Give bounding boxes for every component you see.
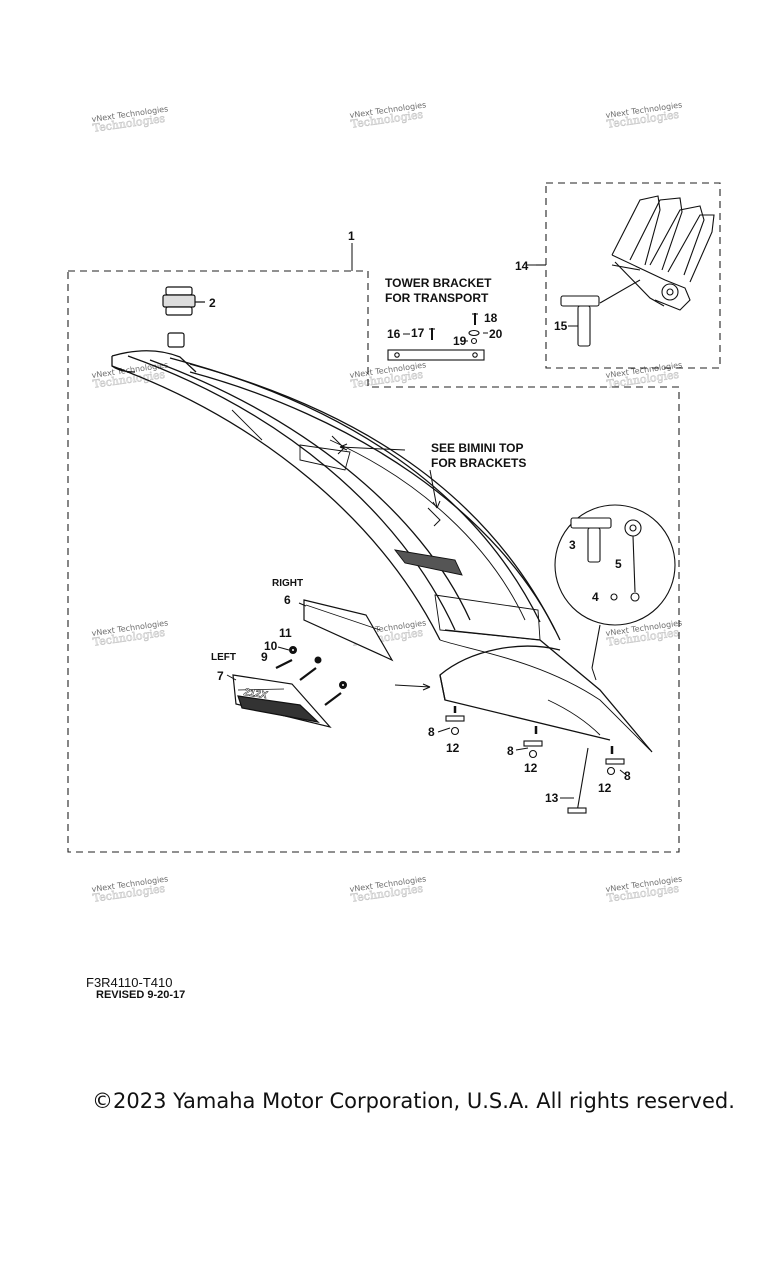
callout-16: 16: [387, 327, 401, 341]
notes: TOWER BRACKET FOR TRANSPORT SEE BIMINI T…: [211, 276, 526, 702]
tower-arch: [111, 350, 653, 753]
leader-lines: [226, 264, 626, 799]
rack-inset: [536, 195, 715, 347]
callout-13: 13: [545, 791, 559, 805]
copyright-notice: ©2023 Yamaha Motor Corporation, U.S.A. A…: [92, 1089, 735, 1113]
panel-fasteners: [275, 646, 347, 706]
assembly-boundary: [67, 182, 721, 853]
watermark: Technologies vNext Technologies: [605, 360, 683, 391]
watermark: Technologies vNext Technologies: [91, 104, 169, 135]
callout-8c: 8: [624, 769, 631, 783]
callout-6: 6: [284, 593, 291, 607]
note-bimini-line2: FOR BRACKETS: [431, 456, 526, 470]
revised-date: REVISED 9-20-17: [96, 989, 186, 1001]
callout-17: 17: [411, 326, 425, 340]
callouts: 1 2 3 4 5 6 7 8 8 8 9 10 11 12 12 12 13 …: [209, 229, 631, 805]
callout-12c: 12: [598, 781, 612, 795]
callout-8b: 8: [507, 744, 514, 758]
callout-9: 9: [261, 650, 268, 664]
note-tower-bracket-line1: TOWER BRACKET: [385, 276, 492, 290]
callout-1: 1: [348, 229, 355, 243]
part-code: F3R4110-T410: [86, 975, 173, 990]
callout-12a: 12: [446, 741, 460, 755]
note-bimini-line1: SEE BIMINI TOP: [431, 441, 523, 455]
panel-logo: 212X: [242, 687, 269, 701]
callout-18: 18: [484, 311, 498, 325]
callout-15: 15: [554, 319, 568, 333]
callout-19: 19: [453, 334, 467, 348]
note-right: RIGHT: [272, 578, 303, 589]
callout-12b: 12: [524, 761, 538, 775]
note-tower-bracket-line2: FOR TRANSPORT: [385, 291, 489, 305]
watermark: Technologies vNext Technologies: [605, 874, 683, 905]
watermark: Technologies vNext Technologies: [605, 100, 683, 131]
tower-cap-part: [162, 286, 205, 348]
callout-5: 5: [615, 557, 622, 571]
watermark: Technologies vNext Technologies: [91, 360, 169, 391]
note-left: LEFT: [211, 652, 236, 663]
callout-3: 3: [569, 538, 576, 552]
callout-14: 14: [515, 259, 529, 273]
watermark: Technologies vNext Technologies: [91, 618, 169, 649]
callout-10: 10: [264, 639, 278, 653]
callout-4: 4: [592, 590, 599, 604]
callout-11: 11: [279, 626, 292, 640]
watermarks: Technologies vNext Technologies Technolo…: [91, 100, 683, 905]
transport-bracket: [387, 313, 485, 361]
callout-8a: 8: [428, 725, 435, 739]
bottom-fasteners: [445, 706, 625, 814]
inset-circle: [554, 504, 676, 669]
callout-20: 20: [489, 327, 503, 341]
side-panels: [232, 599, 394, 729]
watermark: Technologies vNext Technologies: [349, 100, 427, 131]
watermark: Technologies vNext Technologies: [349, 874, 427, 905]
watermark: Technologies vNext Technologies: [91, 874, 169, 905]
watermark: Technologies vNext Technologies: [349, 360, 427, 391]
callout-2: 2: [209, 296, 216, 310]
watermark: Technologies vNext Technologies: [605, 618, 683, 649]
callout-7: 7: [217, 669, 224, 683]
